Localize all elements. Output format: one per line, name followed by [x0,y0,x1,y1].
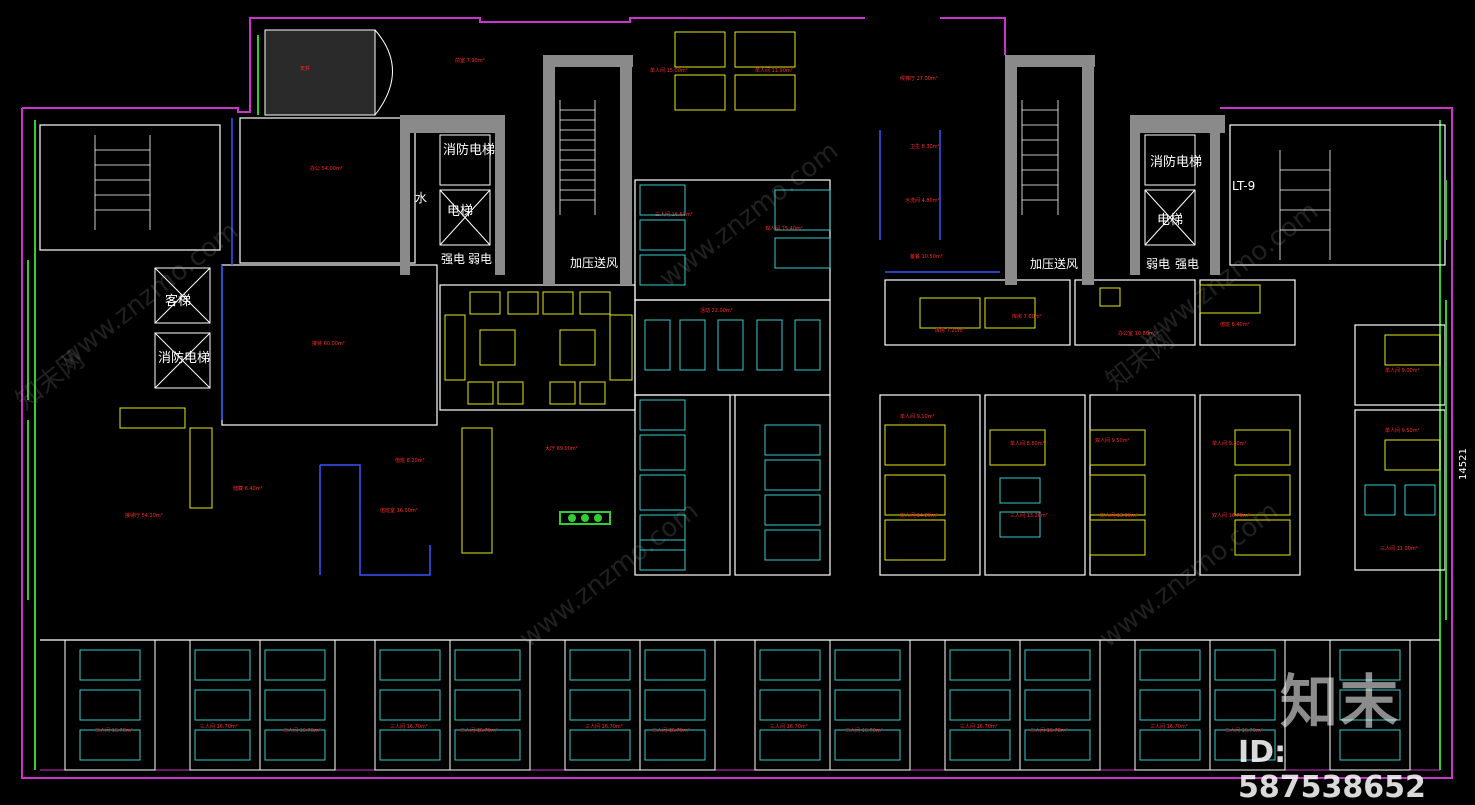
svg-text:单人间 9.30m²: 单人间 9.30m² [1212,440,1247,447]
svg-text:双人间 14.20m²: 双人间 14.20m² [900,512,938,519]
pressurize-label-2: 加压送风 [1030,256,1078,271]
svg-text:前室 7.90m²: 前室 7.90m² [455,57,485,64]
svg-text:值班 8.20m²: 值班 8.20m² [395,457,425,464]
svg-text:库房 7.20m²: 库房 7.20m² [935,327,965,334]
svg-text:三人间 16.60m²: 三人间 16.60m² [655,211,693,218]
svg-text:三人间 16.70m²: 三人间 16.70m² [585,723,623,730]
guestroom-row [64,639,1411,771]
guestroom-furniture [79,184,1436,761]
svg-text:污洗间 4.80m²: 污洗间 4.80m² [905,197,940,204]
stairs [94,100,1331,260]
strong-power-label-1: 强电 [441,252,465,266]
svg-text:单人间 11.90m²: 单人间 11.90m² [755,67,793,74]
svg-text:单人间 15.00m²: 单人间 15.00m² [650,67,688,74]
svg-text:三人间 16.70m²: 三人间 16.70m² [960,723,998,730]
svg-text:双人间 9.50m²: 双人间 9.50m² [1095,437,1130,444]
svg-text:三人间 16.70m²: 三人间 16.70m² [1225,727,1263,734]
courtyard [264,29,393,116]
core-shafts [154,134,1196,389]
svg-text:三人间 16.70m²: 三人间 16.70m² [390,723,428,730]
svg-text:三人间 16.70m²: 三人间 16.70m² [1030,727,1068,734]
svg-text:三人间 11.00m²: 三人间 11.00m² [1380,545,1418,552]
core-walls [400,55,1225,285]
svg-text:单人间 8.80m²: 单人间 8.80m² [1010,440,1045,447]
water-shaft-label: 水 [415,191,427,205]
fire-elevator-label-3: 消防电梯 [158,350,210,366]
svg-text:候梯厅 27.00m²: 候梯厅 27.00m² [900,75,938,82]
stair-lt-label: LT-9 [1232,179,1255,193]
main-structure-walls [39,117,1446,641]
weak-power-label-1: 弱电 [468,252,492,266]
svg-text:备餐 10.50m²: 备餐 10.50m² [910,253,943,260]
svg-text:三人间 16.70m²: 三人间 16.70m² [283,727,321,734]
svg-text:天井: 天井 [300,65,310,72]
svg-text:双人间 16.70m²: 双人间 16.70m² [1212,512,1250,519]
svg-text:三人间 16.70m²: 三人间 16.70m² [770,723,808,730]
svg-text:单人间 9.10m²: 单人间 9.10m² [900,413,935,420]
dimension-label: 14521 [1458,448,1469,480]
elevator-label-2: 电梯 [1157,213,1183,228]
svg-text:卫生 8.30m²: 卫生 8.30m² [910,143,940,150]
svg-text:大厅 69.00m²: 大厅 69.00m² [545,445,578,452]
strong-power-label-2: 强电 [1175,257,1199,271]
windows-green [27,35,1447,620]
svg-text:库房 7.60m²: 库房 7.60m² [1012,313,1042,320]
partitions-blue [221,118,1000,576]
elevator-label-1: 电梯 [447,204,473,219]
watermark-id: ID: 587538652 [1238,735,1426,805]
svg-text:活动 22.00m²: 活动 22.00m² [700,307,733,314]
svg-text:值班室 16.00m²: 值班室 16.00m² [380,507,418,514]
svg-text:单人间 9.00m²: 单人间 9.00m² [1385,367,1420,374]
svg-text:储藏 6.40m²: 储藏 6.40m² [233,485,263,492]
exterior-walls [21,17,1453,779]
svg-text:三人间 16.70m²: 三人间 16.70m² [845,727,883,734]
svg-text:三人间 16.70m²: 三人间 16.70m² [200,723,238,730]
weak-power-label-2: 弱电 [1146,257,1170,271]
svg-text:三人间 13.20m²: 三人间 13.20m² [1010,512,1048,519]
pressurize-label-1: 加压送风 [570,255,618,270]
passenger-elevator-label: 客梯 [165,293,191,309]
svg-text:三人间 16.70m²: 三人间 16.70m² [1150,723,1188,730]
svg-text:三人间 16.70m²: 三人间 16.70m² [95,727,133,734]
lobby-furniture [119,31,1441,561]
svg-text:接待 60.00m²: 接待 60.00m² [312,340,345,347]
core-text-labels: 消防电梯 电梯 水 强电 弱电 加压送风 加压送风 消防电梯 电梯 弱电 强电 … [158,142,1469,480]
watermark-logo: 知末 [1280,668,1401,736]
small-red-room-labels: 单人间 15.00m² 单人间 11.90m² 候梯厅 27.00m² 前室 7… [95,57,1420,734]
fire-elevator-label-1: 消防电梯 [443,142,495,158]
svg-text:办公室 10.80m²: 办公室 10.80m² [1118,330,1156,337]
reception-green [559,511,611,525]
svg-text:三人间 16.70m²: 三人间 16.70m² [460,727,498,734]
svg-text:办公 54.00m²: 办公 54.00m² [310,165,343,172]
svg-text:单人间 9.50m²: 单人间 9.50m² [1385,427,1420,434]
fire-elevator-label-2: 消防电梯 [1150,154,1202,170]
svg-text:值班 8.40m²: 值班 8.40m² [1220,321,1250,328]
svg-text:接待厅 54.20m²: 接待厅 54.20m² [125,512,163,519]
svg-text:三人间 16.70m²: 三人间 16.70m² [652,727,690,734]
svg-text:双人间 13.00m²: 双人间 13.00m² [1100,512,1138,519]
svg-text:双人间 15.40m²: 双人间 15.40m² [765,225,803,232]
